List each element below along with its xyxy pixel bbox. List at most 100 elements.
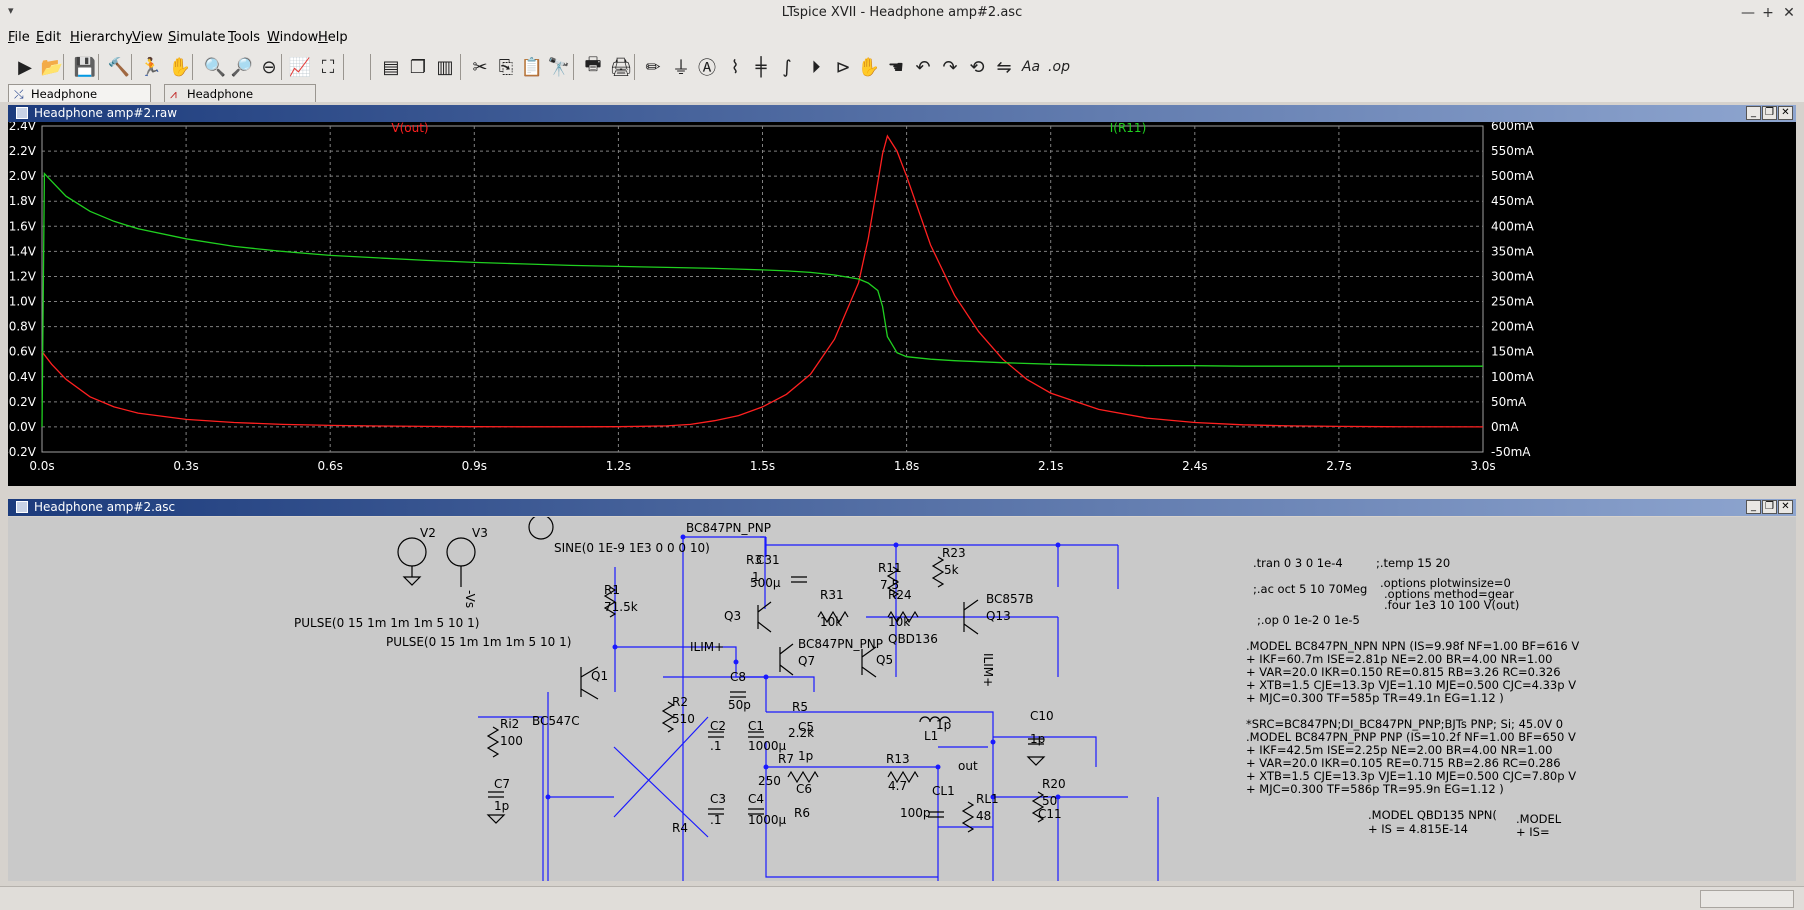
component-label: C11 [1038, 807, 1062, 821]
right-tick-label: -50mA [1491, 445, 1531, 459]
spice-directive: + IS= [1516, 825, 1550, 839]
component-label: 100 [500, 734, 523, 748]
left-tick-label: 0.0V [9, 420, 37, 434]
autorange-icon[interactable]: 📈 [288, 56, 312, 78]
zoom-out-icon[interactable]: 🔎 [230, 56, 254, 78]
schematic-wires [478, 536, 1159, 881]
spice-directive-icon[interactable]: .op [1048, 59, 1070, 75]
spice-directive: + MJC=0.300 TF=585p TR=49.1n EG=1.12 ) [1246, 691, 1504, 705]
component-label: C10 [1030, 709, 1054, 723]
zoom-fit-icon[interactable]: ⊖ [261, 56, 277, 78]
component-label: C8 [730, 670, 746, 684]
toolbar-separator [573, 54, 574, 80]
system-menu-button[interactable]: ▾ [8, 4, 14, 17]
paste-icon[interactable]: 📋 [520, 56, 544, 78]
left-tick-label: 1.2V [9, 269, 37, 283]
label-net-icon[interactable]: Ⓐ [698, 58, 716, 79]
component-label: Q1 [591, 669, 608, 683]
x-tick-label: 2.7s [1326, 459, 1351, 473]
component-label: R5 [792, 700, 808, 714]
pan-icon[interactable]: ✋ [168, 56, 192, 78]
cut-icon[interactable]: ✂ [472, 56, 488, 78]
component-label: R4 [672, 821, 688, 835]
component-label: Q5 [876, 653, 893, 667]
tab-waveform[interactable]: ⩘ Headphone amp#2.raw [164, 84, 316, 119]
save-icon[interactable]: 💾 [73, 56, 97, 78]
right-tick-label: 500mA [1491, 169, 1535, 183]
close-button[interactable]: ✕ [1783, 5, 1795, 21]
component-label: V2 [420, 526, 436, 540]
mirror-icon[interactable]: ⇋ [996, 56, 1012, 78]
control-panel-icon[interactable]: 🔨 [107, 56, 131, 78]
print-icon[interactable]: 🖶 [584, 54, 602, 75]
ground-icon[interactable]: ⏚ [672, 58, 690, 79]
halt-icon[interactable]: 🏃 [139, 56, 163, 78]
rotate-icon[interactable]: ⟲ [969, 56, 985, 78]
menu-window[interactable]: Window [267, 30, 319, 45]
run-icon[interactable]: ▶ [18, 56, 32, 78]
menu-file[interactable]: File [8, 30, 30, 45]
redo-icon[interactable]: ↷ [942, 56, 958, 78]
menu-simulate[interactable]: Simulate [168, 30, 226, 45]
schematic-restore-button[interactable]: ❐ [1762, 500, 1777, 514]
copy-icon[interactable]: ⎘ [498, 56, 514, 78]
text-icon[interactable]: Aa [1021, 59, 1041, 75]
x-tick-label: 1.8s [894, 459, 919, 473]
component-label: 1000µ [748, 813, 787, 827]
right-tick-label: 350mA [1491, 244, 1535, 258]
spice-directive: + VAR=20.0 IKR=0.150 RE=0.815 RB=3.26 RC… [1246, 665, 1561, 679]
drag-icon[interactable]: ☚ [887, 56, 905, 78]
zoom-full-icon[interactable]: ⛶ [321, 56, 335, 78]
open-icon[interactable]: 📂 [40, 56, 64, 78]
right-tick-label: 100mA [1491, 370, 1535, 384]
tab-schematic[interactable]: ⤯ Headphone amp#2.asc [8, 84, 151, 119]
inductor-icon[interactable]: ∫ [782, 56, 792, 78]
component-label: R31 [820, 588, 844, 602]
print-setup-icon[interactable]: 🖨 [609, 56, 633, 78]
menu-view[interactable]: View [132, 30, 163, 45]
component-icon[interactable]: ⊳ [835, 56, 851, 78]
spice-directive: .options plotwinsize=0 [1380, 576, 1511, 590]
component-label: .1 [710, 813, 721, 827]
spice-directive: + MJC=0.300 TF=586p TR=95.9n EG=1.12 ) [1246, 782, 1504, 796]
move-icon[interactable]: ✋ [857, 56, 881, 78]
tile-horizontal-icon[interactable]: ▤ [382, 56, 400, 78]
maximize-button[interactable]: + [1762, 5, 1774, 21]
waveform-tab-icon: ⩘ [170, 87, 177, 101]
menu-help[interactable]: Help [318, 30, 348, 45]
right-tick-label: 600mA [1491, 122, 1535, 133]
net-label: -Vs [463, 590, 477, 608]
minimize-button[interactable]: — [1741, 5, 1755, 21]
draw-wire-icon[interactable]: ✏ [645, 56, 661, 78]
x-tick-label: 0.0s [29, 459, 54, 473]
plot-restore-button[interactable]: ❐ [1762, 106, 1777, 120]
spice-directive: *SRC=BC847PN;DI_BC847PN_PNP;BJTs PNP; Si… [1246, 717, 1563, 731]
cascade-icon[interactable]: ❐ [409, 56, 427, 78]
component-label: out [958, 759, 978, 773]
schematic-close-button[interactable]: ✕ [1778, 500, 1793, 514]
schematic-tab-icon: ⤯ [14, 87, 24, 101]
find-icon[interactable]: 🔭 [547, 56, 571, 78]
plot-minimize-button[interactable]: _ [1746, 106, 1761, 120]
toolbar-separator [192, 54, 193, 80]
component-label: QBD136 [888, 632, 938, 646]
undo-icon[interactable]: ↶ [915, 56, 931, 78]
spice-directive: + VAR=20.0 IKR=0.105 RE=0.715 RB=2.86 RC… [1246, 756, 1561, 770]
right-tick-label: 300mA [1491, 269, 1535, 283]
menu-tools[interactable]: Tools [228, 30, 261, 45]
zoom-in-icon[interactable]: 🔍 [203, 56, 227, 78]
component-label: 1 [752, 570, 760, 584]
right-tick-label: 450mA [1491, 194, 1535, 208]
spice-directive: .four 1e3 10 100 V(out) [1384, 598, 1519, 612]
resistor-icon[interactable]: ⌇ [730, 56, 740, 78]
spice-directive: .tran 0 3 0 1e-4 [1253, 556, 1343, 570]
tile-vertical-icon[interactable]: ▥ [436, 56, 454, 78]
capacitor-icon[interactable]: ╪ [755, 56, 767, 78]
schematic-minimize-button[interactable]: _ [1746, 500, 1761, 514]
menu-edit[interactable]: Edit [36, 30, 62, 45]
menu-hierarchy[interactable]: Hierarchy [70, 30, 133, 45]
diode-icon[interactable]: ⏵ [811, 56, 821, 78]
plot-close-button[interactable]: ✕ [1778, 106, 1793, 120]
